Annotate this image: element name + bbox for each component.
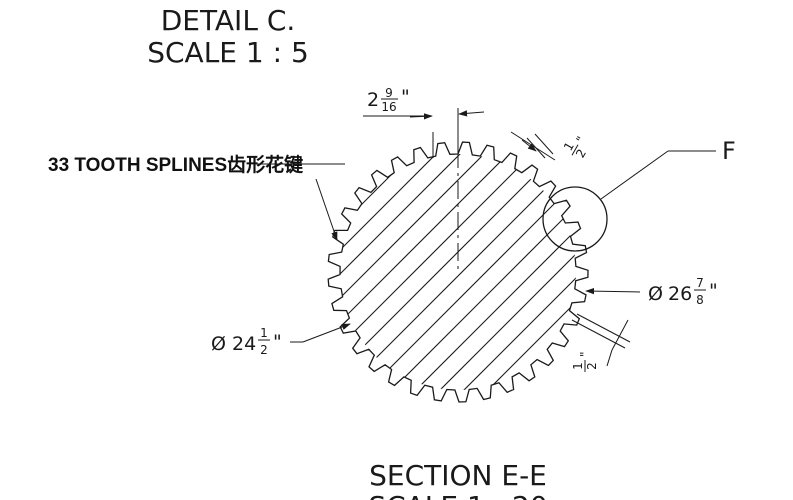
side-offset-denominator: 2 — [585, 362, 599, 370]
tooth-width-dimension: 2 9 16 " — [363, 86, 485, 158]
hatch-line — [340, 154, 495, 390]
root-diameter-numerator: 1 — [260, 326, 268, 340]
tooth-width-denominator: 16 — [381, 100, 396, 114]
detail-f-callout: F — [542, 137, 736, 252]
hatch-line — [340, 154, 447, 390]
outer-diameter-denominator: 8 — [696, 293, 704, 307]
detail-f-label: F — [722, 137, 736, 165]
hatch-line — [340, 154, 567, 390]
section-title: SECTION E-E — [369, 459, 547, 492]
hatch-line — [340, 154, 543, 390]
spline-note: 33 TOOTH SPLINES齿形花键 — [48, 153, 345, 241]
hatch-line — [381, 154, 576, 390]
hatch-line — [340, 154, 576, 390]
hatch-line — [340, 154, 576, 390]
hatch-line — [340, 154, 576, 390]
hatch-line — [429, 154, 576, 390]
side-offset-unit: " — [578, 351, 592, 357]
detail-scale: SCALE 1 : 5 — [147, 36, 309, 69]
hatch-line — [340, 154, 576, 390]
tooth-height-dimension: 1 2 " — [510, 131, 589, 161]
hatch-line — [340, 154, 576, 390]
hatch-line — [405, 154, 576, 390]
hatch-line — [357, 154, 576, 390]
spline-note-text: 33 TOOTH SPLINES齿形花键 — [48, 153, 303, 176]
outer-diameter-numerator: 7 — [696, 276, 704, 290]
spline-gear-profile — [327, 141, 589, 403]
side-offset-dimension: 1 2 " — [571, 313, 631, 372]
detail-f-circle — [542, 186, 608, 252]
outer-diameter-prefix: Ø — [648, 283, 663, 305]
tooth-height-unit: " — [573, 134, 588, 146]
outer-diameter-unit: " — [709, 280, 718, 302]
hatch-line — [453, 154, 576, 390]
tooth-width-numerator: 9 — [385, 86, 393, 100]
tooth-width-unit: " — [401, 86, 410, 108]
hatch-line — [340, 154, 471, 390]
tooth-width-whole: 2 — [367, 89, 379, 111]
outer-diameter-dimension: Ø 26 7 8 " — [585, 276, 718, 307]
root-diameter-whole: 24 — [232, 333, 256, 355]
root-diameter-dimension: Ø 24 1 2 " — [211, 323, 351, 357]
tooth-height-denominator: 2 — [573, 147, 589, 161]
hatch-line — [340, 154, 399, 390]
root-diameter-denominator: 2 — [260, 343, 268, 357]
side-offset-numerator: 1 — [571, 362, 585, 370]
root-diameter-unit: " — [273, 331, 282, 353]
hatch-line — [340, 154, 423, 390]
outer-diameter-whole: 26 — [668, 283, 692, 305]
hatch-line — [477, 154, 576, 390]
section-hatching — [340, 154, 576, 390]
hatch-line — [501, 154, 576, 390]
detail-title: DETAIL C. — [161, 4, 296, 37]
root-diameter-prefix: Ø — [211, 333, 226, 355]
hatch-line — [340, 154, 576, 390]
hatch-line — [340, 154, 576, 390]
section-scale: SCALE 1 : 20 — [368, 490, 547, 500]
